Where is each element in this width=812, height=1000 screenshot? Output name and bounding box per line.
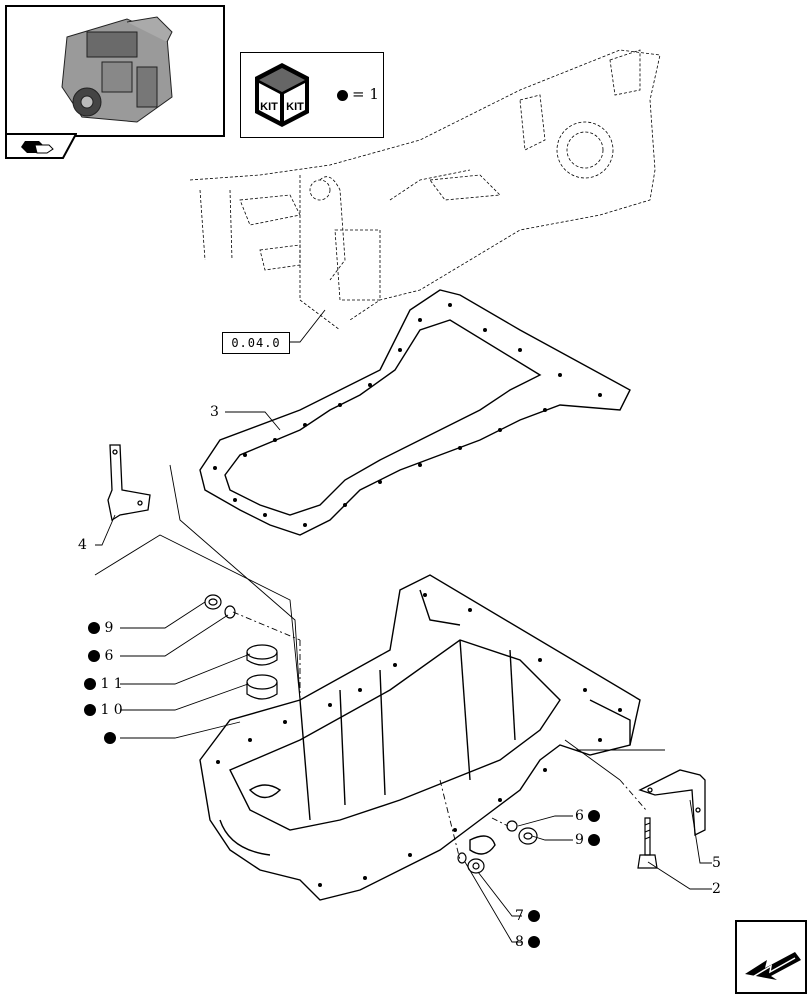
engine-block-outline xyxy=(189,49,661,331)
callout-4: 4 xyxy=(78,537,87,553)
bracket-right xyxy=(638,769,706,837)
callout-1 xyxy=(104,730,116,746)
kit-label-left: KIT xyxy=(260,101,278,113)
kit-bullet-icon xyxy=(337,89,348,101)
engine-thumbnail xyxy=(5,5,225,137)
callout-2: 2 xyxy=(712,881,721,897)
plug-lower xyxy=(467,858,485,874)
kit-bullet-icon xyxy=(88,650,100,662)
callout-7: 7 xyxy=(515,908,541,924)
callout-9-right: 9 xyxy=(575,832,601,848)
oring-right xyxy=(506,820,518,832)
plug-left xyxy=(204,594,222,610)
kit-box-icon: KIT KIT xyxy=(255,63,309,127)
kit-bullet-icon xyxy=(528,936,541,948)
kit-bullet-icon xyxy=(528,910,541,922)
callout-6-right: 6 xyxy=(575,808,601,824)
oring-lower xyxy=(457,852,467,864)
oil-pan xyxy=(199,574,641,901)
leader-lines xyxy=(94,309,712,943)
callout-3: 3 xyxy=(210,404,219,420)
callout-6-left: 6 xyxy=(88,648,113,664)
callout-8: 8 xyxy=(515,934,541,950)
reference-code-box[interactable]: 0.04.0 xyxy=(222,332,290,354)
cap-11 xyxy=(246,644,278,666)
kit-bullet-icon xyxy=(84,678,96,690)
oil-pan-gasket xyxy=(199,289,631,536)
kit-legend-value: = 1 xyxy=(352,85,379,103)
kit-legend: KIT KIT = 1 xyxy=(240,52,384,138)
callout-9-left: 9 xyxy=(88,620,113,636)
bolt xyxy=(637,817,658,869)
kit-legend-equation: = 1 xyxy=(337,85,379,103)
kit-bullet-icon xyxy=(84,704,96,716)
callout-10: 1 0 xyxy=(84,702,123,718)
callout-5: 5 xyxy=(712,855,721,871)
oring-left xyxy=(224,605,236,619)
kit-bullet-icon xyxy=(104,732,116,744)
callout-11: 1 1 xyxy=(84,676,123,692)
navigation-button[interactable] xyxy=(735,920,807,994)
navigation-arrow-icon xyxy=(745,952,801,980)
kit-bullet-icon xyxy=(588,810,601,822)
kit-label-right: KIT xyxy=(286,101,304,113)
folder-tab-icon[interactable] xyxy=(5,133,78,159)
engine-thumbnail-icon xyxy=(61,16,173,123)
reference-code: 0.04.0 xyxy=(231,336,281,350)
kit-bullet-icon xyxy=(88,622,100,634)
plug-right xyxy=(518,827,538,845)
bracket-left xyxy=(107,444,151,522)
kit-bullet-icon xyxy=(588,834,601,846)
cap-10 xyxy=(246,674,278,700)
